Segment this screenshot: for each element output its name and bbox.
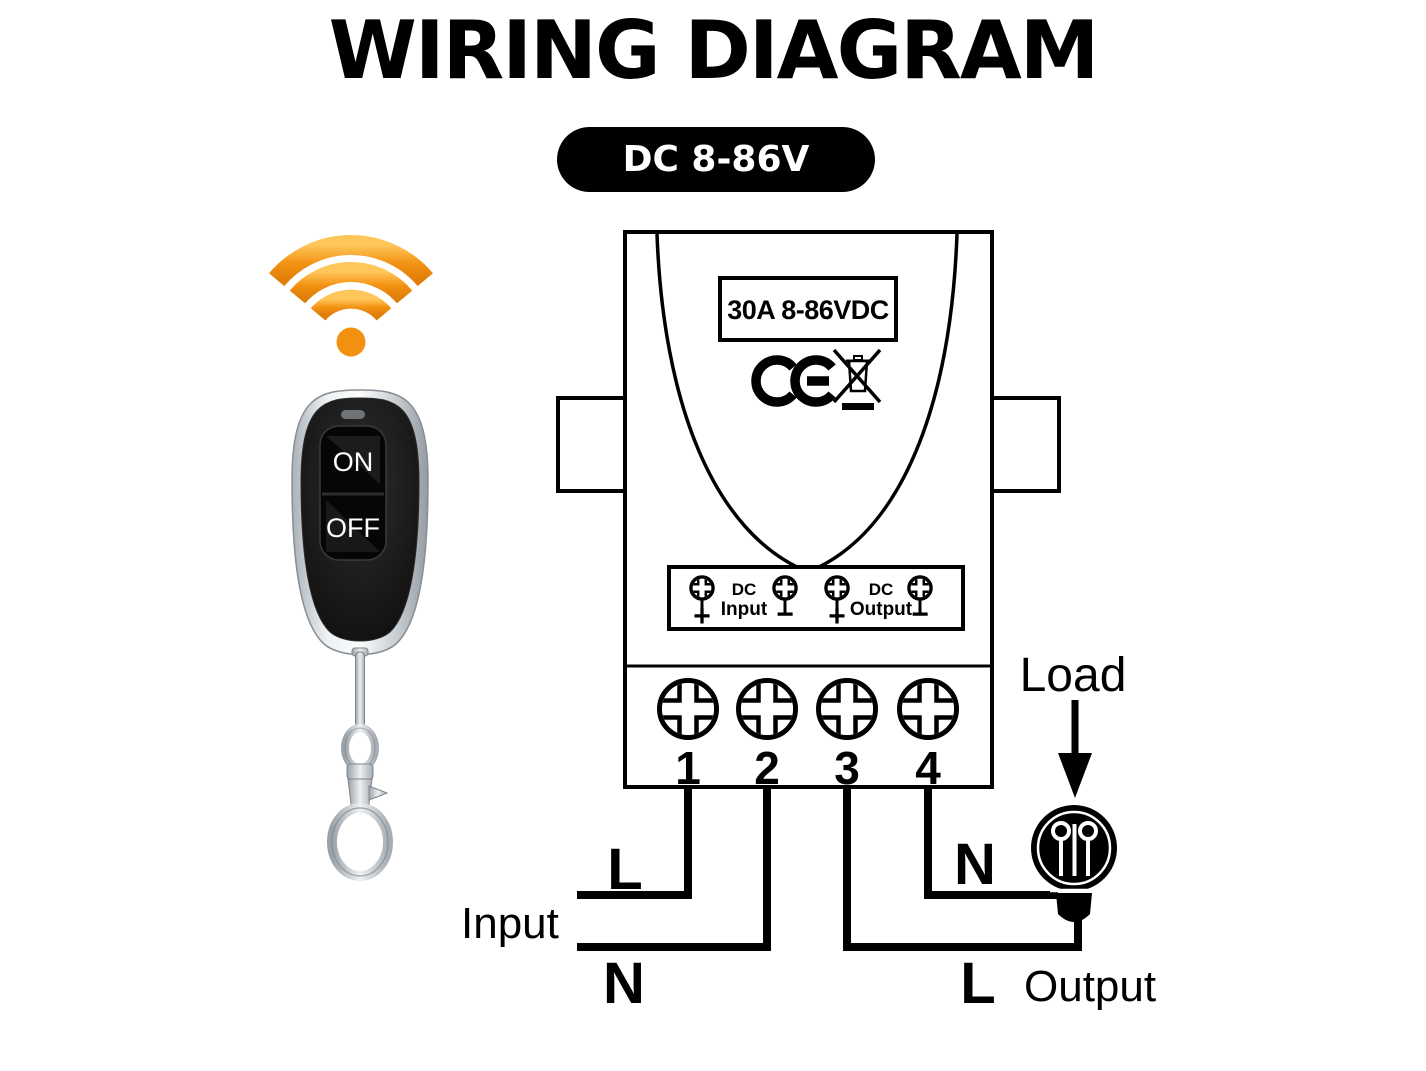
output-live-label: L bbox=[960, 951, 995, 1016]
off-button-sheen bbox=[326, 500, 380, 552]
dc-output-negative-sign: − bbox=[911, 598, 929, 631]
terminal-strip: DC Input DC Output + − + − bbox=[667, 565, 965, 633]
load-label: Load bbox=[1020, 649, 1127, 702]
load-arrow-icon bbox=[1058, 700, 1092, 798]
voltage-badge-label: DC 8-86V bbox=[622, 139, 810, 180]
mounting-tab-left bbox=[556, 396, 627, 493]
dc-output-label-line2: Output bbox=[850, 599, 913, 620]
keychain-clasp-icon bbox=[327, 647, 393, 881]
dc-input-label-line1: DC bbox=[732, 580, 757, 599]
screw-terminal-3 bbox=[817, 679, 877, 739]
screw-terminal-4 bbox=[898, 679, 958, 739]
output-live-wire bbox=[843, 789, 1082, 951]
input-live-label: L bbox=[607, 837, 642, 902]
input-neutral-wire bbox=[577, 789, 771, 951]
terminal-number-2: 2 bbox=[754, 742, 780, 794]
rating-label-box bbox=[718, 276, 898, 342]
wifi-signal-icon bbox=[269, 235, 433, 357]
voltage-badge: DC 8-86V bbox=[557, 127, 875, 192]
wifi-arc-outer bbox=[269, 235, 433, 287]
terminal-number-4: 4 bbox=[915, 742, 941, 794]
dc-input-label-line2: Input bbox=[721, 599, 768, 620]
on-button-sheen bbox=[326, 436, 380, 484]
wifi-dot bbox=[336, 327, 366, 357]
input-label: Input bbox=[461, 899, 559, 948]
input-neutral-label: N bbox=[603, 951, 645, 1016]
relay-module: 30A 8-86VDC bbox=[556, 230, 1061, 794]
wifi-arc-inner bbox=[310, 289, 392, 321]
dc-input-negative-sign: − bbox=[776, 598, 794, 631]
wires bbox=[577, 789, 1082, 951]
output-neutral-label: N bbox=[954, 832, 996, 897]
ce-mark-icon bbox=[751, 355, 836, 407]
mounting-tab-right bbox=[990, 396, 1061, 493]
screw-terminal-2 bbox=[737, 679, 797, 739]
wifi-arc-middle bbox=[289, 262, 413, 304]
off-button-label: OFF bbox=[326, 513, 380, 543]
dc-output-positive-sign: + bbox=[828, 600, 846, 633]
terminal-number-1: 1 bbox=[675, 742, 701, 794]
rating-label: 30A 8-86VDC bbox=[727, 295, 889, 325]
screw-terminal-1 bbox=[658, 679, 718, 739]
remote-led-window bbox=[341, 410, 365, 419]
terminal-number-3: 3 bbox=[834, 742, 860, 794]
dc-input-positive-sign: + bbox=[693, 600, 711, 633]
weee-bin-icon bbox=[832, 348, 882, 410]
remote-control: ON OFF bbox=[291, 389, 429, 881]
output-neutral-wire bbox=[924, 789, 1058, 899]
output-label: Output bbox=[1024, 962, 1156, 1011]
page-title: WIRING DIAGRAM bbox=[328, 4, 1100, 97]
on-button-label: ON bbox=[333, 447, 374, 477]
light-bulb-icon bbox=[1031, 805, 1117, 922]
input-live-wire bbox=[577, 789, 692, 899]
dc-output-label-line1: DC bbox=[869, 580, 894, 599]
